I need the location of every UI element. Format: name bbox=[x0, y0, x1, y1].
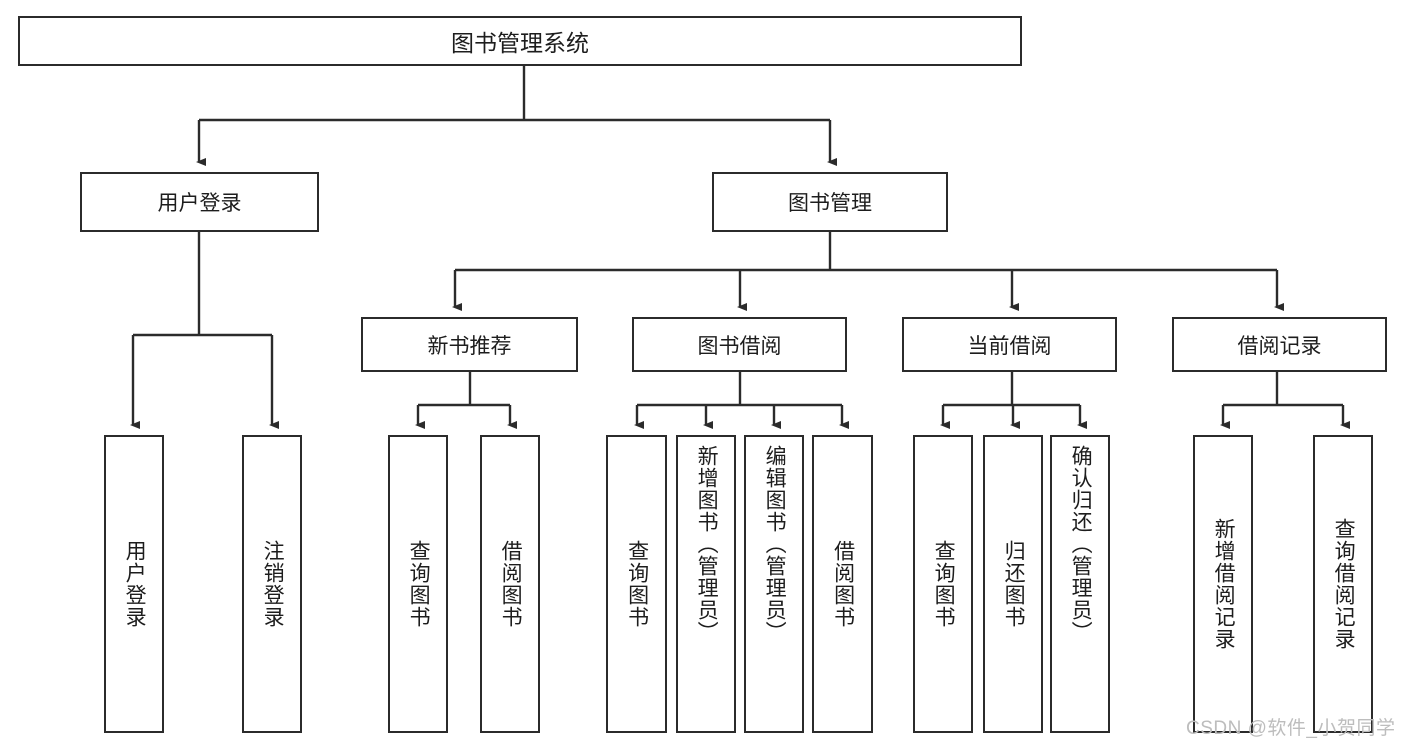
leaf-label: 查询借阅记录 bbox=[1332, 518, 1356, 650]
node-current-borrow[interactable]: 当前借阅 bbox=[902, 317, 1117, 372]
leaf-label: 查询图书 bbox=[407, 540, 431, 628]
leaf-label: 注销登录 bbox=[261, 540, 285, 628]
leaf-label: 确认归还（管理员） bbox=[1069, 445, 1093, 643]
leaf-borrow-lend-book[interactable]: 借阅图书 bbox=[812, 435, 873, 733]
leaf-newbook-borrow-book[interactable]: 借阅图书 bbox=[480, 435, 540, 733]
leaf-record-query-record[interactable]: 查询借阅记录 bbox=[1313, 435, 1373, 733]
leaf-label: 查询图书 bbox=[932, 540, 956, 628]
node-borrow-record[interactable]: 借阅记录 bbox=[1172, 317, 1387, 372]
csdn-watermark: CSDN @软件_小贺同学 bbox=[1186, 718, 1396, 739]
leaf-user-logout[interactable]: 注销登录 bbox=[242, 435, 302, 733]
node-book-borrow[interactable]: 图书借阅 bbox=[632, 317, 847, 372]
leaf-record-add-record[interactable]: 新增借阅记录 bbox=[1193, 435, 1253, 733]
leaf-label: 借阅图书 bbox=[499, 540, 523, 628]
leaf-borrow-add-book-admin[interactable]: 新增图书（管理员） bbox=[676, 435, 736, 733]
leaf-label: 查询图书 bbox=[625, 540, 649, 628]
leaf-user-login[interactable]: 用户登录 bbox=[104, 435, 164, 733]
node-root[interactable]: 图书管理系统 bbox=[18, 16, 1022, 66]
node-new-book-recommend[interactable]: 新书推荐 bbox=[361, 317, 578, 372]
node-book-management[interactable]: 图书管理 bbox=[712, 172, 948, 232]
leaf-label: 用户登录 bbox=[123, 540, 147, 628]
leaf-label: 新增借阅记录 bbox=[1212, 518, 1236, 650]
leaf-label: 编辑图书（管理员） bbox=[763, 445, 787, 643]
node-user-login[interactable]: 用户登录 bbox=[80, 172, 319, 232]
leaf-newbook-query-book[interactable]: 查询图书 bbox=[388, 435, 448, 733]
leaf-current-query-book[interactable]: 查询图书 bbox=[913, 435, 973, 733]
leaf-borrow-query-book[interactable]: 查询图书 bbox=[606, 435, 667, 733]
leaf-label: 归还图书 bbox=[1002, 540, 1026, 628]
leaf-label: 新增图书（管理员） bbox=[695, 445, 719, 643]
leaf-borrow-edit-book-admin[interactable]: 编辑图书（管理员） bbox=[744, 435, 804, 733]
leaf-current-confirm-return-admin[interactable]: 确认归还（管理员） bbox=[1050, 435, 1110, 733]
leaf-current-return-book[interactable]: 归还图书 bbox=[983, 435, 1043, 733]
leaf-label: 借阅图书 bbox=[831, 540, 855, 628]
